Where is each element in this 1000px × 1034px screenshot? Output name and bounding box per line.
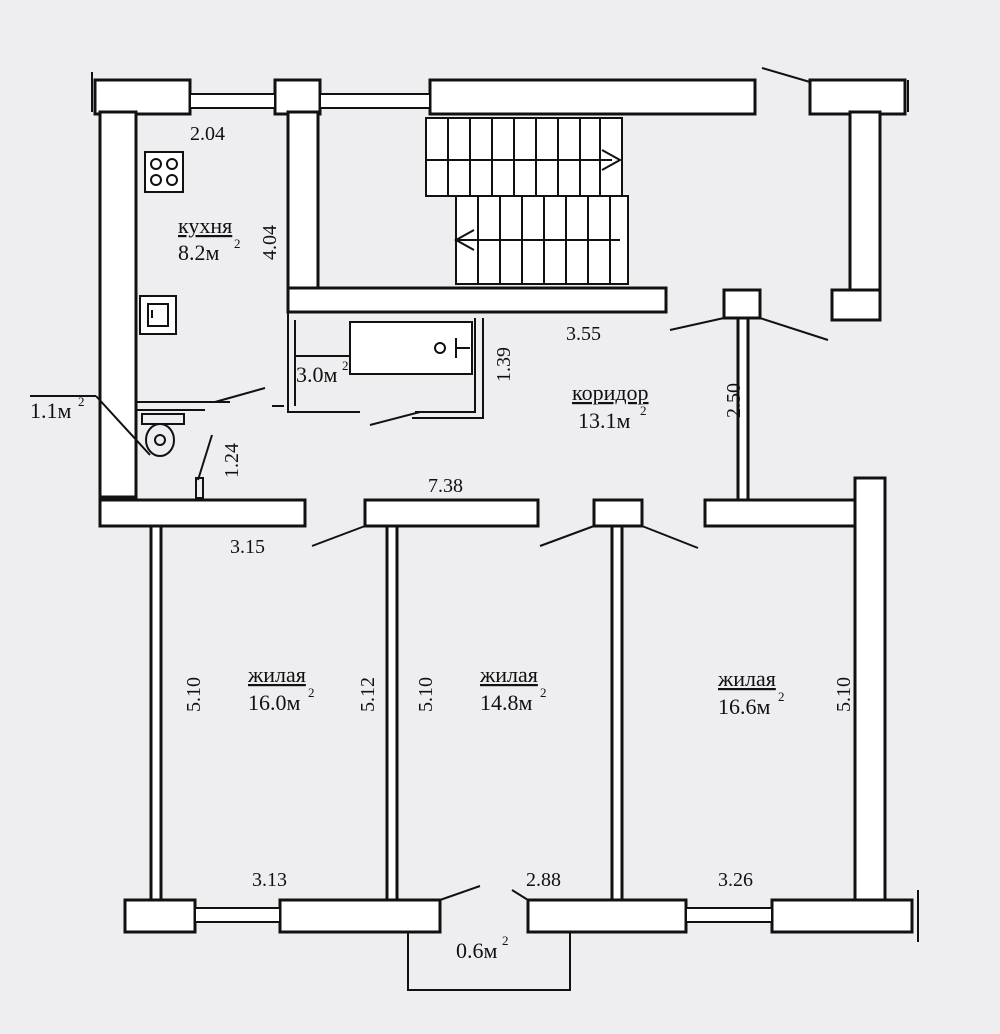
dim-room1-top: 3.15 (230, 536, 265, 558)
wall-kitchen-stair (286, 110, 320, 314)
wc-area: 1.1м (30, 398, 72, 423)
dim-corridor-height: 2.50 (723, 383, 745, 418)
corridor-area: 13.1м (578, 408, 631, 433)
kitchen-area-sup: 2 (234, 236, 241, 251)
window-kitchen (189, 93, 276, 109)
partition-1-2 (385, 524, 399, 902)
wall-bottom-4 (770, 898, 914, 934)
partitions-thin (91, 67, 919, 991)
wall-upper-right (848, 110, 882, 322)
walls (93, 78, 914, 934)
kitchen-name: кухня (178, 213, 232, 238)
living1-area: 16.0м (248, 690, 301, 715)
living1-area-sup: 2 (308, 685, 315, 700)
dim-room2-left: 5.10 (415, 677, 437, 712)
dim-room1-left: 5.10 (183, 677, 205, 712)
partition-2-3 (610, 524, 624, 902)
bath-label: 3.0м 2 (296, 355, 350, 387)
dim-kitchen-width: 2.04 (190, 123, 225, 145)
stairs-icon (425, 117, 629, 285)
dimensions: 2.04 4.04 1.39 1.24 3.55 7.38 2.50 3.15 … (183, 123, 855, 891)
corridor-name: коридор (572, 380, 649, 405)
wall-upper-right-foot (830, 288, 882, 322)
living1-label: жилая 16.0м 2 (247, 662, 315, 715)
balcony-area: 0.6м (456, 938, 498, 963)
dim-room3-bottom: 3.26 (718, 869, 753, 891)
corridor-area-sup: 2 (640, 403, 647, 418)
wall-top-stair (428, 78, 757, 116)
wall-bottom-1 (123, 898, 197, 934)
wall-stair-bottom (286, 286, 668, 314)
bath-area-sup: 2 (342, 358, 349, 373)
corridor-label: коридор 13.1м 2 (572, 380, 649, 433)
balcony-area-sup: 2 (502, 933, 509, 948)
wc-label: 1.1м 2 (30, 394, 151, 456)
wall-row-4 (703, 498, 857, 528)
wall-row-2 (363, 498, 540, 528)
wall-left-kitchen (98, 110, 138, 499)
wall-right (853, 476, 887, 902)
wc-area-sup: 2 (78, 394, 85, 409)
living3-area-sup: 2 (778, 689, 785, 704)
partition-left (149, 524, 163, 902)
living2-name: жилая (479, 662, 538, 687)
column-corridor (722, 288, 762, 320)
dim-room3-right: 5.10 (833, 677, 855, 712)
living3-label: жилая 16.6м 2 (717, 666, 785, 719)
sink-icon (139, 295, 177, 335)
living2-area: 14.8м (480, 690, 533, 715)
window-room3 (685, 907, 773, 923)
wall-row-3 (592, 498, 644, 528)
stove-icon (144, 151, 184, 193)
toilet-icon (141, 413, 185, 457)
dim-kitchen-length: 4.04 (259, 225, 281, 260)
wall-bottom-3 (526, 898, 688, 934)
window-stair (319, 93, 431, 109)
dim-room1-bottom: 3.13 (252, 869, 287, 891)
balcony-label: 0.6м 2 (456, 933, 509, 963)
dim-room2-bottom: 2.88 (526, 869, 561, 891)
wall-bottom-2 (278, 898, 442, 934)
wall-top-left (93, 78, 192, 116)
dim-bath-height: 1.39 (493, 347, 515, 382)
bath-area: 3.0м (296, 362, 338, 387)
dim-wc-height: 1.24 (221, 443, 243, 478)
wall-row-1 (98, 498, 307, 528)
dim-corridor-width: 3.55 (566, 323, 601, 345)
bathtub-icon (349, 321, 473, 375)
wall-top-mid (273, 78, 322, 116)
window-room1 (194, 907, 281, 923)
dim-corridor-length: 7.38 (428, 475, 463, 497)
partition-corridor (736, 316, 750, 502)
living1-name: жилая (247, 662, 306, 687)
living3-name: жилая (717, 666, 776, 691)
wall-top-right (808, 78, 907, 116)
living2-area-sup: 2 (540, 685, 547, 700)
kitchen-area: 8.2м (178, 240, 220, 265)
living2-label: жилая 14.8м 2 (479, 662, 547, 715)
kitchen-label: кухня 8.2м 2 (178, 213, 241, 265)
living3-area: 16.6м (718, 694, 771, 719)
dim-room1-right: 5.12 (357, 677, 379, 712)
